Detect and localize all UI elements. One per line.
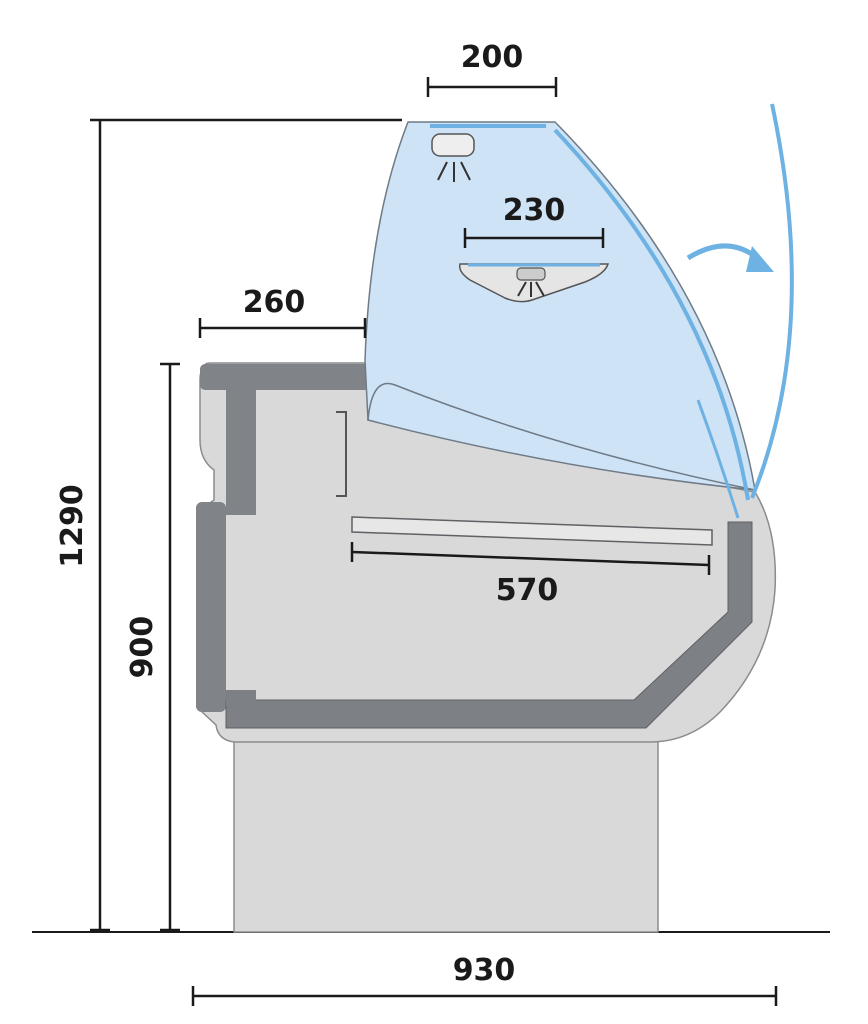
shelf-lamp: [516, 267, 546, 281]
tank-liner: [225, 521, 753, 729]
glass-open-arc: [750, 103, 794, 499]
dimension-shelf-width-label: 230: [503, 193, 566, 228]
top-rim: [200, 364, 370, 390]
dimension-top-width-label: 200: [461, 40, 524, 75]
open-arrow-head-icon: [746, 246, 774, 272]
glass-hinge-edge: [696, 399, 740, 519]
rear-shelf-bracket: [336, 411, 347, 497]
dimension-rear-depth: 260: [198, 285, 367, 338]
shelf-lamp-ray: [517, 281, 527, 297]
dimension-tray-width: 570: [350, 542, 711, 608]
top-lamp: [431, 133, 475, 157]
display-tray: [351, 516, 713, 546]
glass-base-edge: [367, 382, 756, 491]
dimension-top-width: 200: [426, 40, 558, 97]
lamp-ray: [460, 161, 471, 181]
base-plinth: [233, 721, 659, 933]
dimension-total-depth: 930: [191, 953, 778, 1006]
front-glass-edge: [553, 128, 750, 501]
dimension-total-depth-label: 930: [453, 953, 516, 988]
dimension-tray-width-label: 570: [496, 573, 559, 608]
glass-shelf: [458, 263, 610, 303]
cabinet-body: [199, 362, 777, 743]
liner-step: [226, 690, 256, 706]
dimension-rear-depth-label: 260: [243, 285, 306, 320]
dimension-shelf-width: 230: [463, 193, 605, 248]
dimension-total-height: 1290: [55, 118, 402, 932]
shelf-lamp-ray: [535, 281, 545, 297]
dimension-counter-height: 900: [125, 362, 180, 932]
lamp-ray: [437, 161, 448, 181]
rear-pillar: [226, 385, 256, 515]
glass-canopy: [364, 121, 756, 491]
dimension-total-height-label: 1290: [55, 484, 90, 568]
dimension-counter-height-label: 900: [125, 616, 160, 679]
rear-door-panel: [196, 502, 226, 712]
